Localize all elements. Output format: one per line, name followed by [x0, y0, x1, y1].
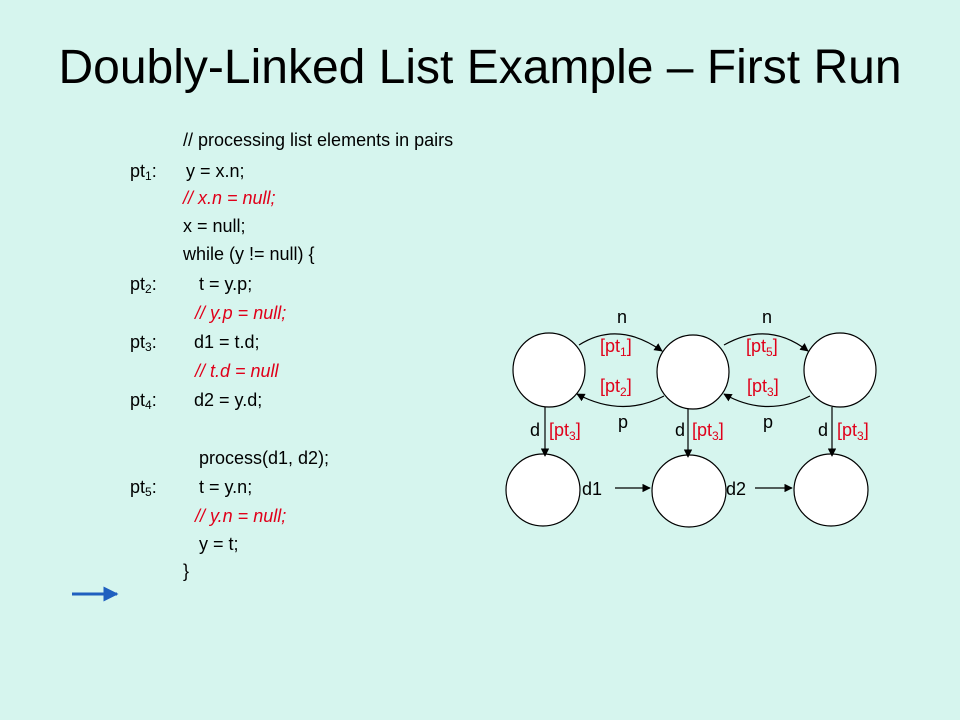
tag-pt3-left-close: ]	[576, 420, 581, 440]
tag-pt3-left: [pt3]	[549, 420, 581, 443]
code-line-3: x = null;	[183, 216, 246, 236]
code-line-13: y = t;	[199, 534, 239, 554]
tag-pt3-right-sub: 3	[857, 429, 864, 443]
code-line-10: process(d1, d2);	[199, 448, 330, 468]
tag-pt3-right-open: [	[837, 420, 842, 440]
tag-pt3-mid: [pt3]	[692, 420, 724, 443]
tag-pt2-pt: pt	[605, 376, 620, 396]
tag-pt5-pt: pt	[751, 336, 766, 356]
tag-pt1-sub: 1	[620, 345, 627, 359]
tag-pt2-close: ]	[627, 376, 632, 396]
list-node-2	[656, 334, 730, 410]
tag-pt1-open: [	[600, 336, 605, 356]
edge-label-p-left: p	[618, 412, 628, 432]
label-pt5: pt5:	[130, 477, 157, 499]
label-pt3-text: pt	[130, 332, 146, 352]
label-pt1-text: pt	[130, 161, 146, 181]
tag-pt5-open: [	[746, 336, 751, 356]
edge-n-1-2	[578, 333, 663, 352]
var-label-d1: d1	[582, 479, 602, 499]
code-line-2: // x.n = null;	[183, 188, 276, 208]
tag-pt3-upper-pt: pt	[752, 376, 767, 396]
code-line-14: }	[183, 561, 190, 581]
data-node-3	[793, 453, 869, 527]
tag-pt3-upper-sub: 3	[767, 385, 774, 399]
tag-pt1-close: ]	[627, 336, 632, 356]
edge-label-n-left: n	[617, 307, 627, 327]
tag-pt5-sub: 5	[766, 345, 773, 359]
edge-label-d-mid: d	[675, 420, 685, 440]
code-line-8: // t.d = null	[195, 361, 279, 381]
edge-p-3-2	[723, 393, 811, 408]
tag-pt3-mid-open: [	[692, 420, 697, 440]
tag-pt2: [pt2]	[600, 376, 632, 399]
code-line-4: while (y != null) {	[183, 244, 315, 264]
tag-pt5-close: ]	[773, 336, 778, 356]
list-node-1	[512, 332, 586, 408]
slide-title: Doubly-Linked List Example – First Run	[58, 41, 902, 94]
code-line-7: d1 = t.d;	[194, 332, 260, 352]
label-pt5-sub: 5	[145, 485, 152, 499]
code-line-12: // y.n = null;	[195, 506, 287, 526]
tag-pt3-left-open: [	[549, 420, 554, 440]
tag-pt1-pt: pt	[605, 336, 620, 356]
label-pt4-sub: 4	[145, 398, 152, 412]
tag-pt3-mid-pt: pt	[697, 420, 712, 440]
tag-pt1: [pt1]	[600, 336, 632, 359]
label-pt2: pt2:	[130, 274, 157, 296]
tag-pt2-open: [	[600, 376, 605, 396]
tag-pt3-upper-close: ]	[774, 376, 779, 396]
edge-label-p-right: p	[763, 412, 773, 432]
label-pt2-sub: 2	[145, 282, 152, 296]
label-pt4-text: pt	[130, 390, 146, 410]
tag-pt3-mid-sub: 3	[712, 429, 719, 443]
edge-label-n-right: n	[762, 307, 772, 327]
edge-label-d-left: d	[530, 420, 540, 440]
tag-pt3-mid-close: ]	[719, 420, 724, 440]
edge-n-2-3	[723, 333, 809, 352]
edge-label-d-right: d	[818, 420, 828, 440]
data-node-1	[505, 453, 581, 527]
code-comment-header: // processing list elements in pairs	[183, 130, 454, 150]
tag-pt2-sub: 2	[620, 385, 627, 399]
code-line-11: t = y.n;	[199, 477, 253, 497]
list-node-3	[803, 332, 877, 408]
tag-pt3-right: [pt3]	[837, 420, 869, 443]
data-node-2	[651, 454, 727, 528]
tag-pt3-upper-open: [	[747, 376, 752, 396]
label-pt1: pt1:	[130, 161, 157, 183]
label-pt1-sub: 1	[145, 169, 152, 183]
var-label-d2: d2	[726, 479, 746, 499]
label-pt4: pt4:	[130, 390, 157, 412]
label-pt3: pt3:	[130, 332, 157, 354]
tag-pt3-left-sub: 3	[569, 429, 576, 443]
label-pt5-text: pt	[130, 477, 146, 497]
tag-pt3-right-close: ]	[864, 420, 869, 440]
code-line-5: t = y.p;	[199, 274, 253, 294]
code-line-1: y = x.n;	[186, 161, 245, 181]
tag-pt3-right-pt: pt	[842, 420, 857, 440]
label-pt2-text: pt	[130, 274, 146, 294]
code-line-6: // y.p = null;	[195, 303, 287, 323]
label-pt3-sub: 3	[145, 340, 152, 354]
tag-pt3-left-pt: pt	[554, 420, 569, 440]
edge-p-2-1	[576, 393, 665, 408]
tag-pt5: [pt5]	[746, 336, 778, 359]
tag-pt3-upper: [pt3]	[747, 376, 779, 399]
code-line-9: d2 = y.d;	[194, 390, 263, 410]
